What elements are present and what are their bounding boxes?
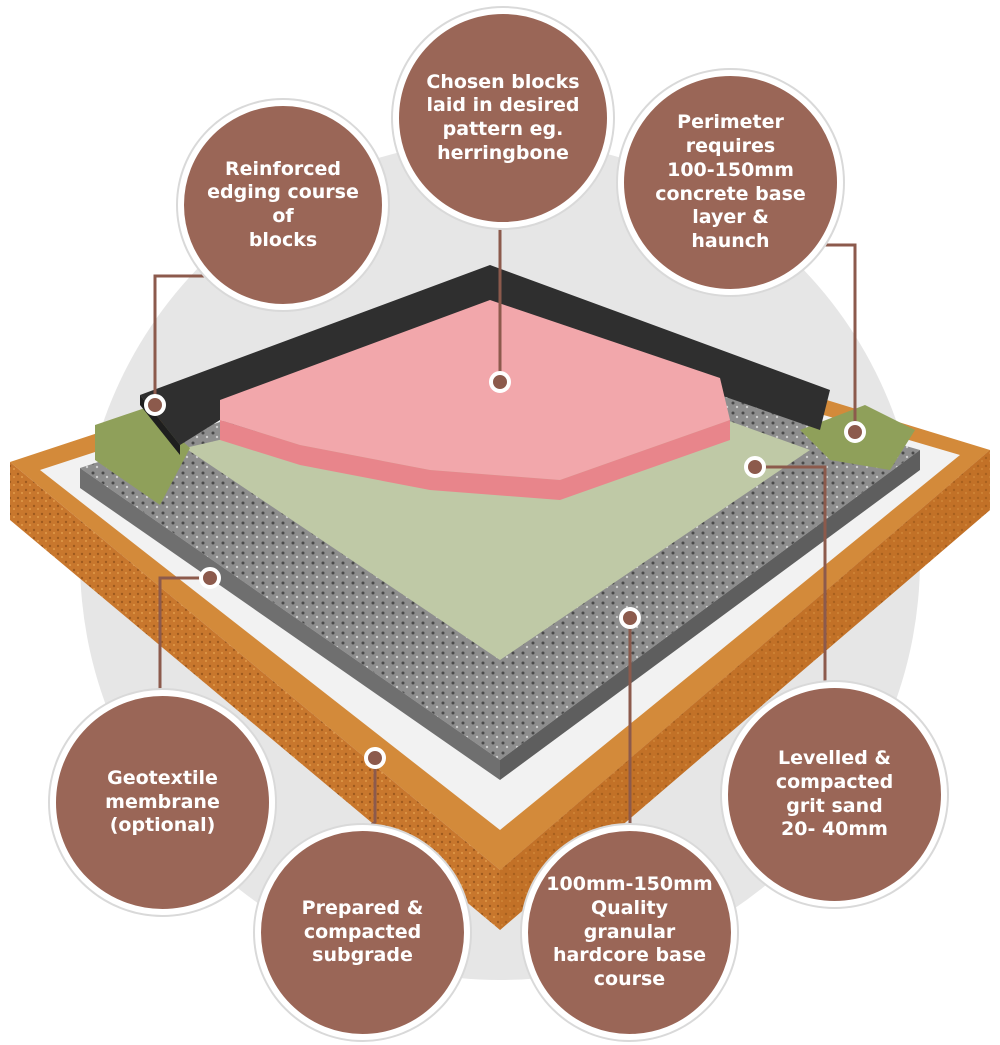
callout-perimeter: Perimeter requires 100-150mm concrete ba… [618, 70, 843, 295]
callout-subgrade-text: Prepared & compacted subgrade [301, 896, 424, 967]
callout-chosen-blocks-text: Chosen blocks laid in desired pattern eg… [426, 70, 580, 164]
callout-grit-sand: Levelled & compacted grit sand 20- 40mm [722, 682, 947, 907]
leader-dots [144, 371, 866, 769]
callout-hardcore-text: 100mm-150mm Quality granular hardcore ba… [546, 873, 713, 991]
herringbone-blocks [220, 300, 730, 500]
callout-grit-sand-text: Levelled & compacted grit sand 20- 40mm [775, 747, 894, 841]
callout-edging-course: Reinforced edging course of blocks [178, 100, 388, 310]
callout-perimeter-text: Perimeter requires 100-150mm concrete ba… [655, 111, 806, 252]
callout-subgrade: Prepared & compacted subgrade [255, 825, 470, 1040]
callout-geotextile-text: Geotextile membrane (optional) [105, 766, 220, 837]
callout-geotextile: Geotextile membrane (optional) [50, 690, 275, 915]
callout-chosen-blocks: Chosen blocks laid in desired pattern eg… [393, 8, 613, 228]
callout-edging-course-text: Reinforced edging course of blocks [207, 157, 359, 251]
callout-hardcore: 100mm-150mm Quality granular hardcore ba… [522, 825, 737, 1040]
